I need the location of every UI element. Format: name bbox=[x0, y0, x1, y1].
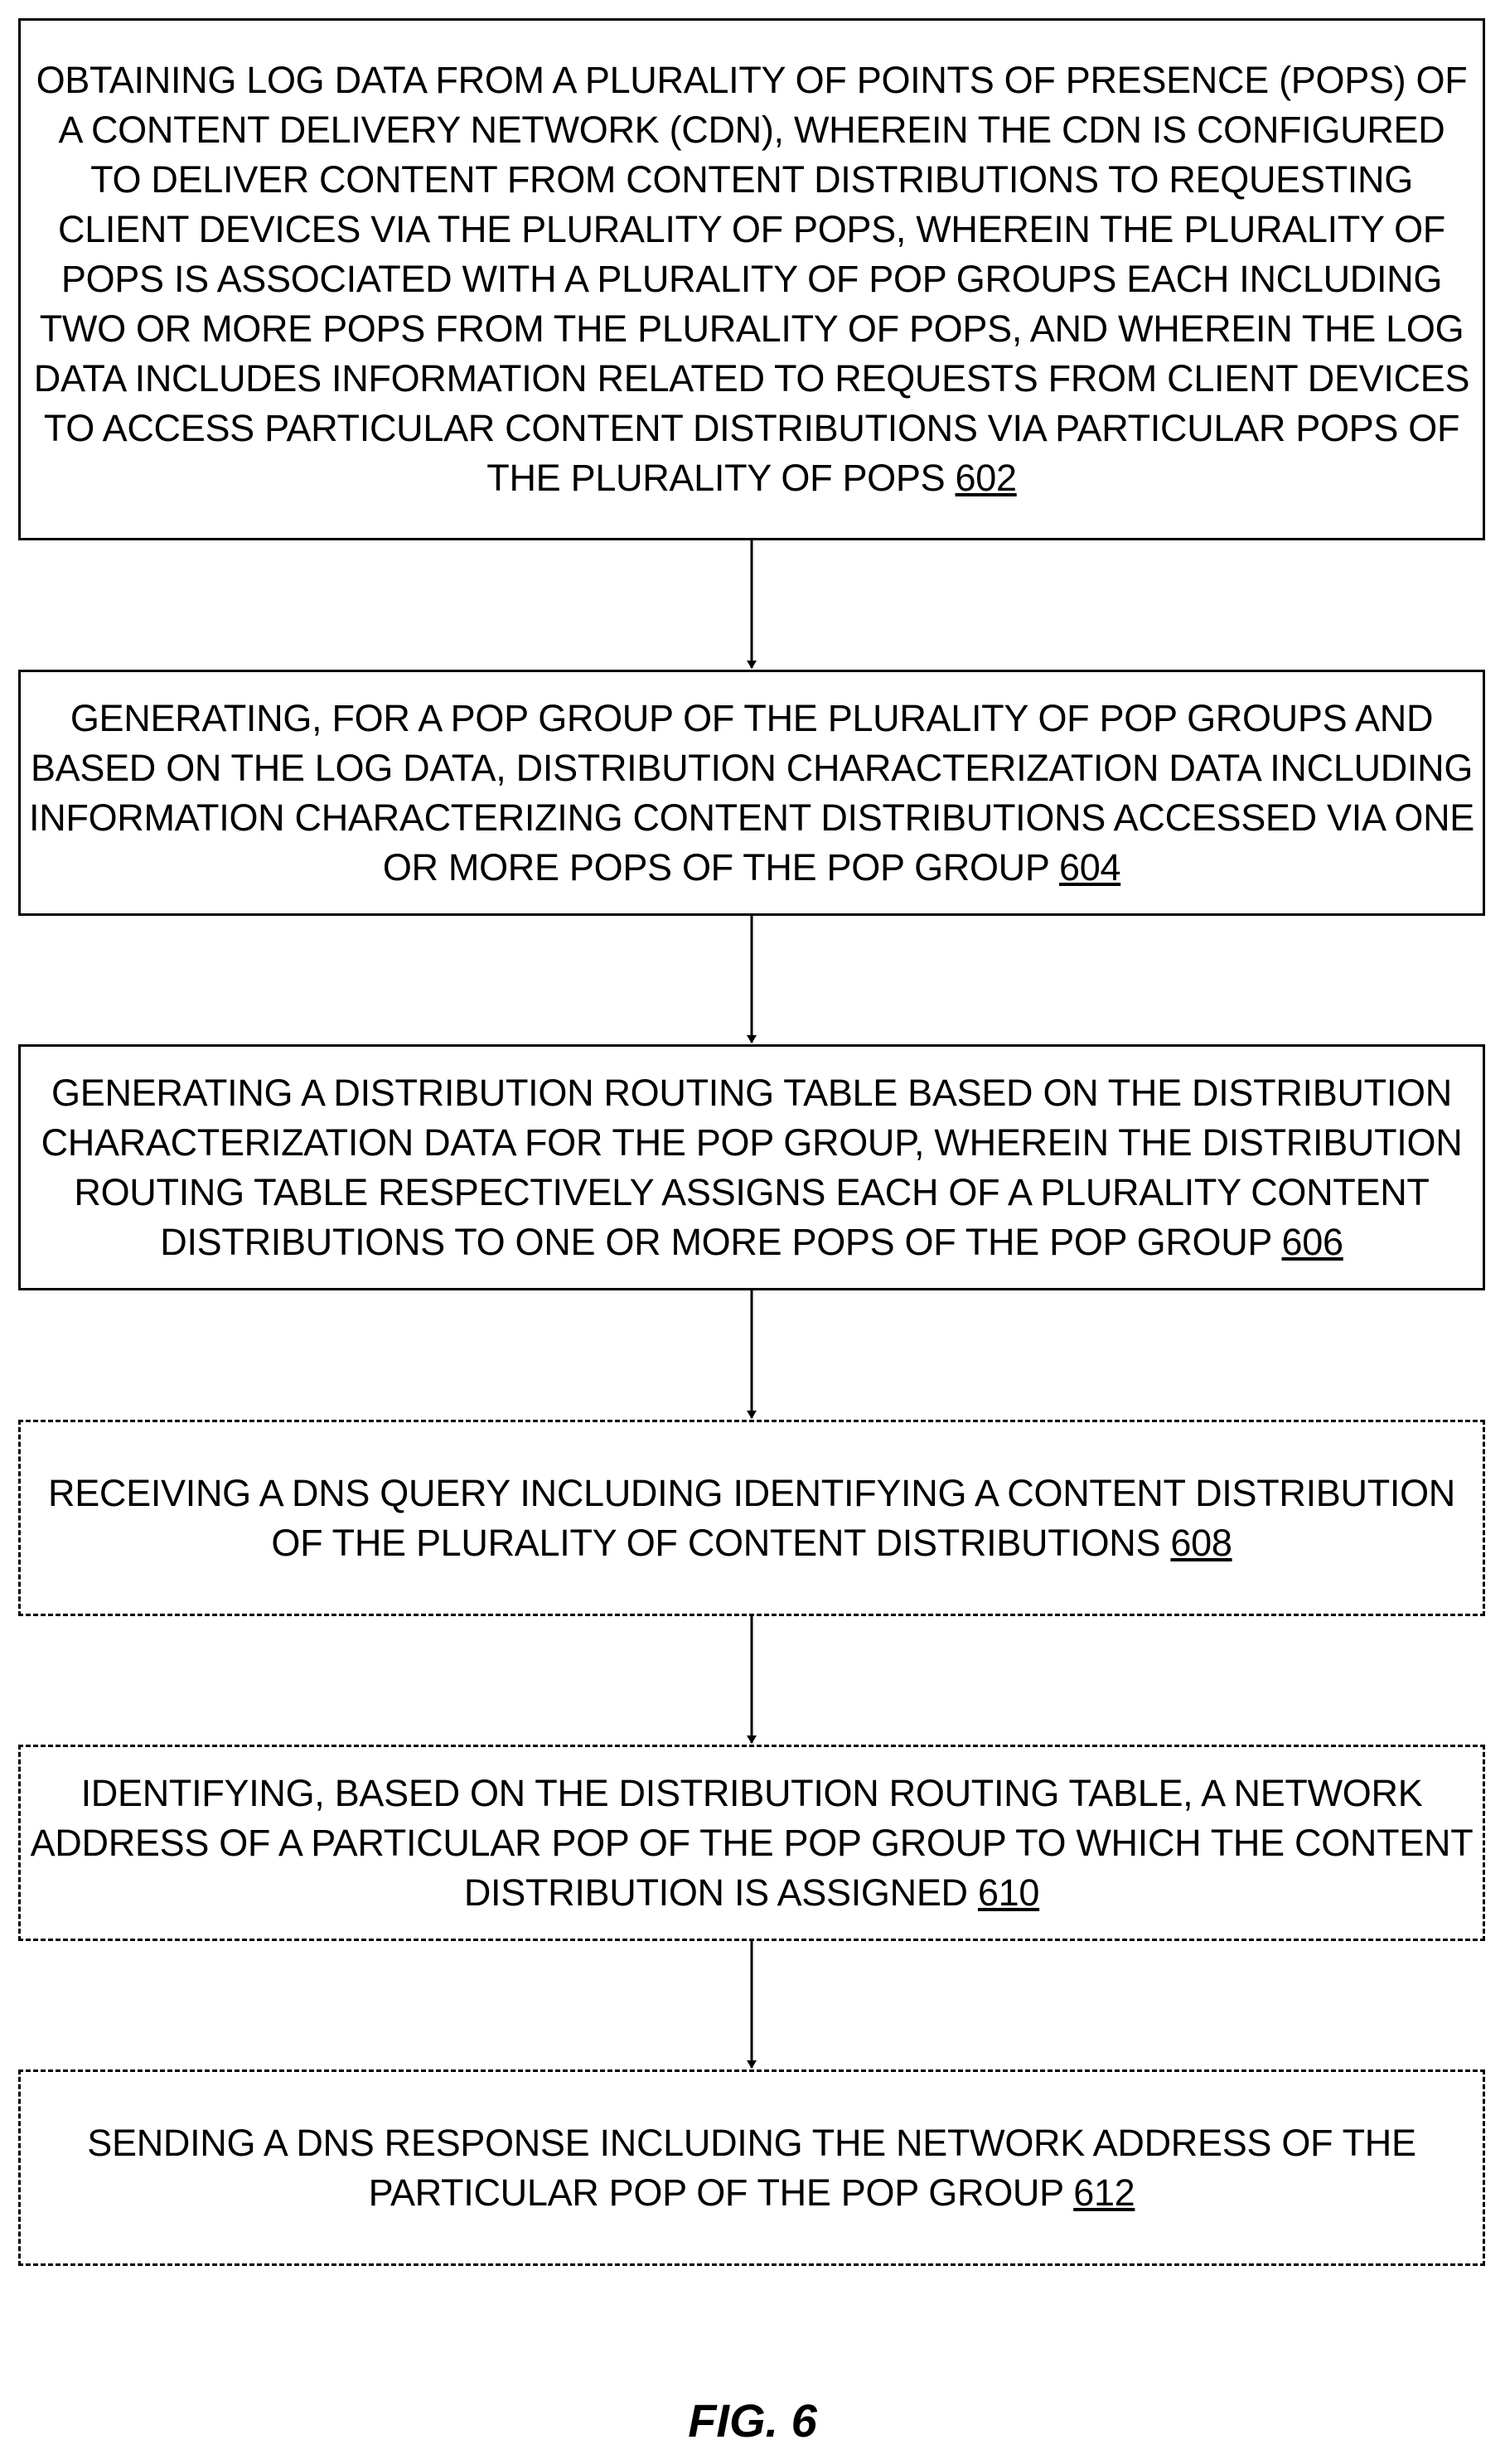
step-box-606: GENERATING A DISTRIBUTION ROUTING TABLE … bbox=[18, 1044, 1485, 1290]
step-box-602: OBTAINING LOG DATA FROM A PLURALITY OF P… bbox=[18, 18, 1485, 540]
step-description: SENDING A DNS RESPONSE INCLUDING THE NET… bbox=[87, 2122, 1415, 2214]
step-description: GENERATING, FOR A POP GROUP OF THE PLURA… bbox=[29, 697, 1474, 888]
figure-label: FIG. 6 bbox=[0, 2394, 1505, 2447]
step-reference-number: 608 bbox=[1170, 1522, 1232, 1564]
step-description: OBTAINING LOG DATA FROM A PLURALITY OF P… bbox=[34, 59, 1469, 499]
step-text-604: GENERATING, FOR A POP GROUP OF THE PLURA… bbox=[21, 694, 1483, 893]
step-text-610: IDENTIFYING, BASED ON THE DISTRIBUTION R… bbox=[21, 1769, 1483, 1918]
step-text-606: GENERATING A DISTRIBUTION ROUTING TABLE … bbox=[21, 1068, 1483, 1267]
step-reference-number: 606 bbox=[1282, 1221, 1343, 1263]
step-box-608: RECEIVING A DNS QUERY INCLUDING IDENTIFY… bbox=[18, 1420, 1485, 1616]
step-text-608: RECEIVING A DNS QUERY INCLUDING IDENTIFY… bbox=[21, 1469, 1483, 1568]
step-description: RECEIVING A DNS QUERY INCLUDING IDENTIFY… bbox=[48, 1472, 1455, 1564]
step-reference-number: 610 bbox=[978, 1871, 1039, 1914]
step-box-604: GENERATING, FOR A POP GROUP OF THE PLURA… bbox=[18, 670, 1485, 916]
step-description: GENERATING A DISTRIBUTION ROUTING TABLE … bbox=[41, 1072, 1463, 1263]
step-text-612: SENDING A DNS RESPONSE INCLUDING THE NET… bbox=[21, 2118, 1483, 2218]
step-reference-number: 604 bbox=[1059, 846, 1120, 888]
step-box-612: SENDING A DNS RESPONSE INCLUDING THE NET… bbox=[18, 2069, 1485, 2266]
step-reference-number: 612 bbox=[1073, 2171, 1135, 2214]
step-reference-number: 602 bbox=[956, 457, 1017, 499]
step-text-602: OBTAINING LOG DATA FROM A PLURALITY OF P… bbox=[21, 56, 1483, 503]
step-box-610: IDENTIFYING, BASED ON THE DISTRIBUTION R… bbox=[18, 1745, 1485, 1941]
step-description: IDENTIFYING, BASED ON THE DISTRIBUTION R… bbox=[31, 1772, 1474, 1914]
